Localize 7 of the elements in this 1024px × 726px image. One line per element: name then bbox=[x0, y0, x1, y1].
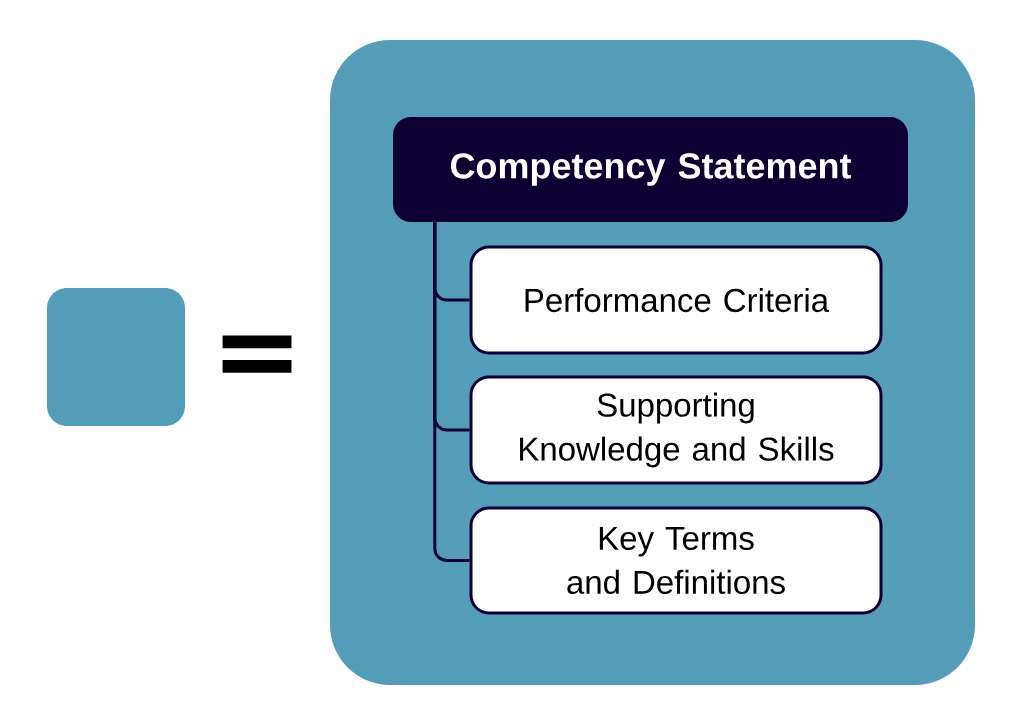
heading-box: Competency Statement bbox=[393, 117, 908, 222]
item-box: Key Terms and Definitions bbox=[469, 506, 883, 615]
item-box: Performance Criteria bbox=[469, 245, 883, 355]
square-swatch bbox=[47, 288, 185, 426]
item-box: Supporting Knowledge and Skills bbox=[469, 375, 883, 485]
connector-line bbox=[433, 222, 470, 562]
equals-sign: = bbox=[222, 335, 292, 373]
